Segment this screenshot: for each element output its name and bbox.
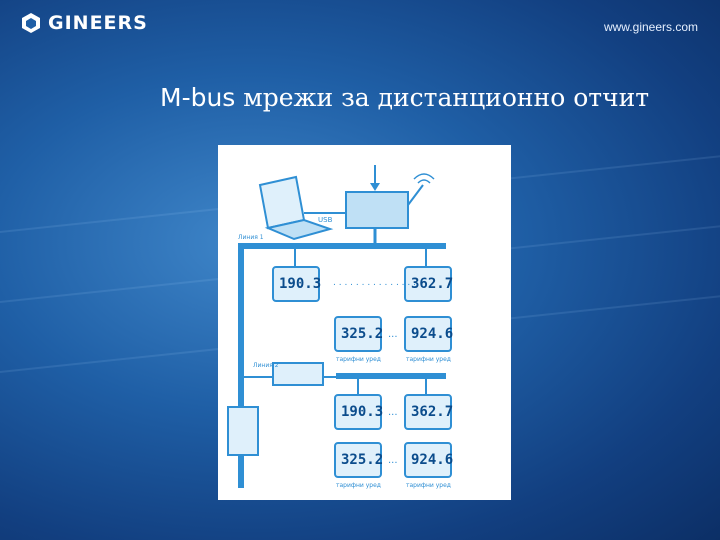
- diagram-svg: USB Линия 1 190.3 362.7 . . . . . . . . …: [227, 165, 453, 489]
- meter-low-bottom-left-label: тарифни уред: [336, 482, 381, 489]
- meter-mid-left-value: 325.2: [341, 326, 383, 342]
- meter-mid-left: [334, 316, 382, 352]
- meter-low-bottom-right-value: 924.6: [411, 452, 453, 468]
- title-mbus: M-bus: [160, 83, 236, 112]
- dots-3: ...: [388, 407, 398, 418]
- meter-mid-left-label: тарифни уред: [336, 356, 381, 363]
- meter-low-top-left: [334, 394, 382, 430]
- meter-low-bottom-left-value: 325.2: [341, 452, 383, 468]
- meter-low-top-right-value: 362.7: [411, 404, 453, 420]
- bus1-label: Линия 1: [238, 234, 264, 241]
- meter-low-top-left-value: 190.3: [341, 404, 383, 420]
- antenna-icon: [413, 173, 435, 184]
- logo-icon: [22, 13, 40, 33]
- dots-2: ...: [388, 329, 398, 340]
- network-diagram: USB Линия 1 190.3 362.7 . . . . . . . . …: [218, 145, 511, 500]
- bus2-label: Линия 2: [253, 362, 279, 369]
- meter-mid-right-value: 924.6: [411, 326, 453, 342]
- concentrator-box: [345, 191, 409, 229]
- title-rest: мрежи за дистанционно отчит: [235, 83, 650, 112]
- meter-top-left-value: 190.3: [279, 276, 321, 292]
- bus2-line: [336, 373, 446, 379]
- logo-text: GINEERS: [48, 12, 148, 34]
- laptop-icon: [258, 175, 334, 241]
- meter-low-bottom-right: [404, 442, 452, 478]
- usb-label: USB: [318, 216, 333, 224]
- main-vertical-bus: [238, 243, 244, 488]
- meter-mid-right-label: тарифни уред: [406, 356, 451, 363]
- meter-mid-right: [404, 316, 452, 352]
- page-title: M-bus мрежи за дистанционно отчит: [160, 80, 720, 116]
- meter-top-right-value: 362.7: [411, 276, 453, 292]
- dots-1: . . . . . . . . . . . . . . .: [333, 278, 416, 288]
- bus1-line: [238, 243, 446, 249]
- side-module-box: [227, 406, 259, 456]
- meter-low-top-right: [404, 394, 452, 430]
- meter-low-bottom-right-label: тарифни уред: [406, 482, 451, 489]
- meter-top-left: [272, 266, 320, 302]
- meter-top-right: [404, 266, 452, 302]
- repeater-box: [272, 362, 324, 386]
- meter-low-bottom-left: [334, 442, 382, 478]
- site-url[interactable]: www.gineers.com: [603, 20, 698, 34]
- logo[interactable]: GINEERS: [20, 12, 148, 34]
- dots-4: ...: [388, 455, 398, 466]
